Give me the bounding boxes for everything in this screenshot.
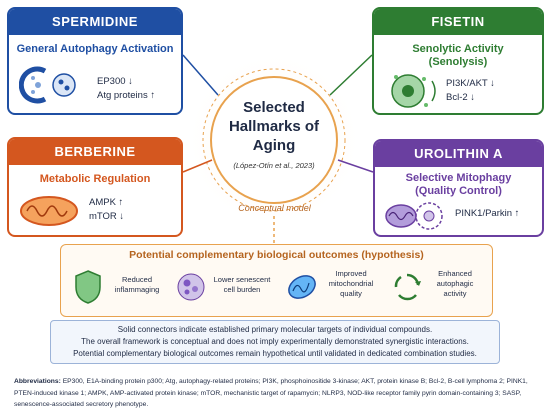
urolithin-subtitle-2: (Quality Control): [415, 185, 502, 197]
outcome-label: Reduced inflammaging: [105, 275, 169, 295]
berberine-subtitle: Metabolic Regulation: [39, 173, 151, 185]
fisetin-header: FISETIN: [374, 9, 542, 35]
fisetin-target-2: Bcl-2 ↓: [446, 92, 476, 103]
urolithin-connector: [337, 159, 374, 173]
berberine-target-2: mTOR ↓: [89, 211, 125, 222]
outcome-label: Improved mitochondrial quality: [319, 269, 383, 299]
outcome-label-line: activity: [443, 289, 467, 298]
outcome-label: Lower senescent cell burden: [207, 275, 277, 295]
senescent-cells-icon: [177, 273, 205, 301]
berberine-card: BERBERINE Metabolic Regulation AMPK ↑ mT…: [7, 137, 183, 237]
berberine-target-1: AMPK ↑: [89, 197, 124, 208]
note-line-2: The overall framework is conceptual and …: [81, 337, 469, 346]
fisetin-subtitle-1: Senolytic Activity: [412, 43, 504, 55]
note-line-1: Solid connectors indicate established pr…: [117, 325, 433, 334]
center-title-line-1: Selected: [243, 99, 305, 116]
spermidine-connector: [182, 54, 219, 96]
fisetin-target-1: PI3K/AKT ↓: [446, 78, 495, 89]
outcomes-title: Potential complementary biological outco…: [129, 249, 424, 261]
outcome-label-line: autophagic: [436, 279, 474, 288]
mitophagy-icon: [385, 202, 443, 230]
autophagy-icon: [19, 66, 76, 104]
abbreviations-footnote: Abbreviations: EP300, E1A-binding protei…: [14, 376, 538, 411]
spermidine-target-2: Atg proteins ↑: [97, 90, 156, 101]
hallmarks-center-circle: Selected Hallmarks of Aging (López-Otín …: [210, 76, 338, 204]
urolithin-subtitle-1: Selective Mitophagy: [405, 172, 512, 184]
center-title-line-3: Aging: [252, 137, 296, 154]
outcome-label-line: inflammaging: [114, 285, 160, 294]
outcome-label-line: Improved: [335, 269, 367, 278]
outcome-label-line: cell burden: [223, 285, 261, 294]
shield-icon: [75, 270, 101, 304]
urolithin-target-1: PINK1/Parkin ↑: [455, 208, 520, 219]
urolithin-header: UROLITHIN A: [375, 141, 542, 167]
berberine-connector: [182, 159, 213, 173]
senescent-cell-icon: [391, 74, 436, 108]
fisetin-card: FISETIN Senolytic Activity (Senolysis) P…: [372, 7, 544, 115]
center-outer-ring: [202, 68, 346, 212]
center-title-line-2: Hallmarks of: [228, 118, 320, 135]
outcome-label-line: Lower senescent: [213, 275, 271, 284]
spermidine-header: SPERMIDINE: [9, 9, 181, 35]
fisetin-connector: [329, 54, 373, 96]
spermidine-subtitle: General Autophagy Activation: [16, 43, 174, 55]
outcome-reduced-inflammaging: Reduced inflammaging: [69, 267, 169, 311]
spermidine-target-1: EP300 ↓: [97, 76, 133, 87]
note-box: Solid connectors indicate established pr…: [50, 320, 500, 364]
mitochondrion-icon: [288, 275, 316, 299]
berberine-header: BERBERINE: [9, 139, 181, 165]
spermidine-card: SPERMIDINE General Autophagy Activation …: [7, 7, 183, 115]
outcome-enhanced-autophagic-activity: Enhanced autophagic activity: [389, 267, 489, 311]
abbreviations-text: EP300, E1A-binding protein p300; Atg, au…: [14, 378, 528, 408]
outcome-label-line: Enhanced: [438, 269, 472, 278]
urolithin-card: UROLITHIN A Selective Mitophagy (Quality…: [373, 139, 544, 237]
conceptual-model-caption: Conceptual model: [238, 203, 311, 213]
outcome-improved-mitochondrial-quality: Improved mitochondrial quality: [283, 267, 383, 311]
outcome-lower-senescent-burden: Lower senescent cell burden: [173, 267, 277, 311]
center-citation: (López-Otín et al., 2023): [233, 161, 315, 170]
recycle-icon: [394, 273, 421, 301]
mitochondrion-icon: [20, 196, 78, 226]
outcome-label-line: mitochondrial: [328, 279, 374, 288]
outcome-label-line: Reduced: [121, 275, 153, 284]
fisetin-subtitle-2: (Senolysis): [428, 56, 488, 68]
abbreviations-label: Abbreviations:: [14, 378, 61, 385]
outcome-label-line: quality: [340, 289, 362, 298]
outcomes-box: Potential complementary biological outco…: [60, 244, 493, 317]
outcome-label: Enhanced autophagic activity: [423, 269, 487, 299]
note-line-3: Potential complementary biological outco…: [73, 349, 477, 358]
